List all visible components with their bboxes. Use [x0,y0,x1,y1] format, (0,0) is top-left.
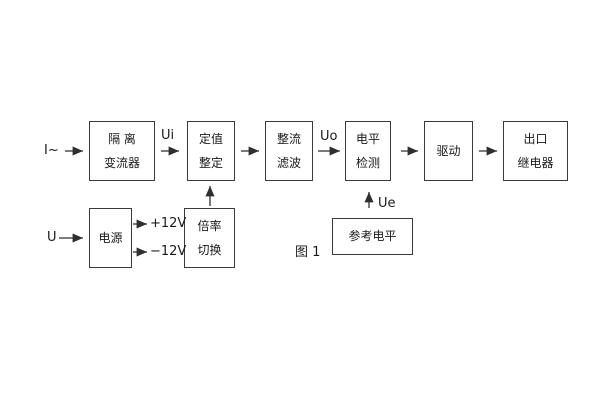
label-input-voltage: U [47,230,57,245]
block-label: 继电器 [517,155,554,170]
block-label: 整定 [198,155,223,170]
block-label: 电源 [98,230,123,245]
block-label: 出口 [523,131,548,146]
block-level-detection: 电平 检测 [345,121,391,181]
block-rectifier-filter: 整流 滤波 [265,121,313,181]
block-driver: 驱动 [424,121,473,181]
block-ratio-switch: 倍率 切换 [184,208,235,268]
label-minus-12v: −12V [150,244,187,259]
block-label: 滤波 [276,155,301,170]
label-plus-12v: +12V [150,216,187,231]
figure-caption: 图 1 [295,245,321,260]
block-setpoint-setting: 定值 整定 [187,121,235,181]
block-label: 变流器 [103,155,140,170]
block-label: 检测 [355,155,380,170]
block-label: 参考电平 [348,229,397,243]
block-label: 切换 [197,242,222,257]
block-label: 倍率 [197,218,222,233]
block-output-relay: 出口 继电器 [503,121,568,181]
block-power-supply: 电源 [89,208,132,268]
block-label: 驱动 [436,143,461,158]
label-uo: Uo [320,129,338,144]
label-ue: Ue [378,196,396,211]
block-reference-level: 参考电平 [332,218,413,255]
label-input-current: I~ [44,143,59,158]
block-label: 隔 离 [108,131,136,146]
block-label: 电平 [355,131,380,146]
block-isolation-transformer: 隔 离 变流器 [89,121,155,181]
label-ui: Ui [161,128,175,143]
block-label: 定值 [198,131,223,146]
block-label: 整流 [276,131,301,146]
